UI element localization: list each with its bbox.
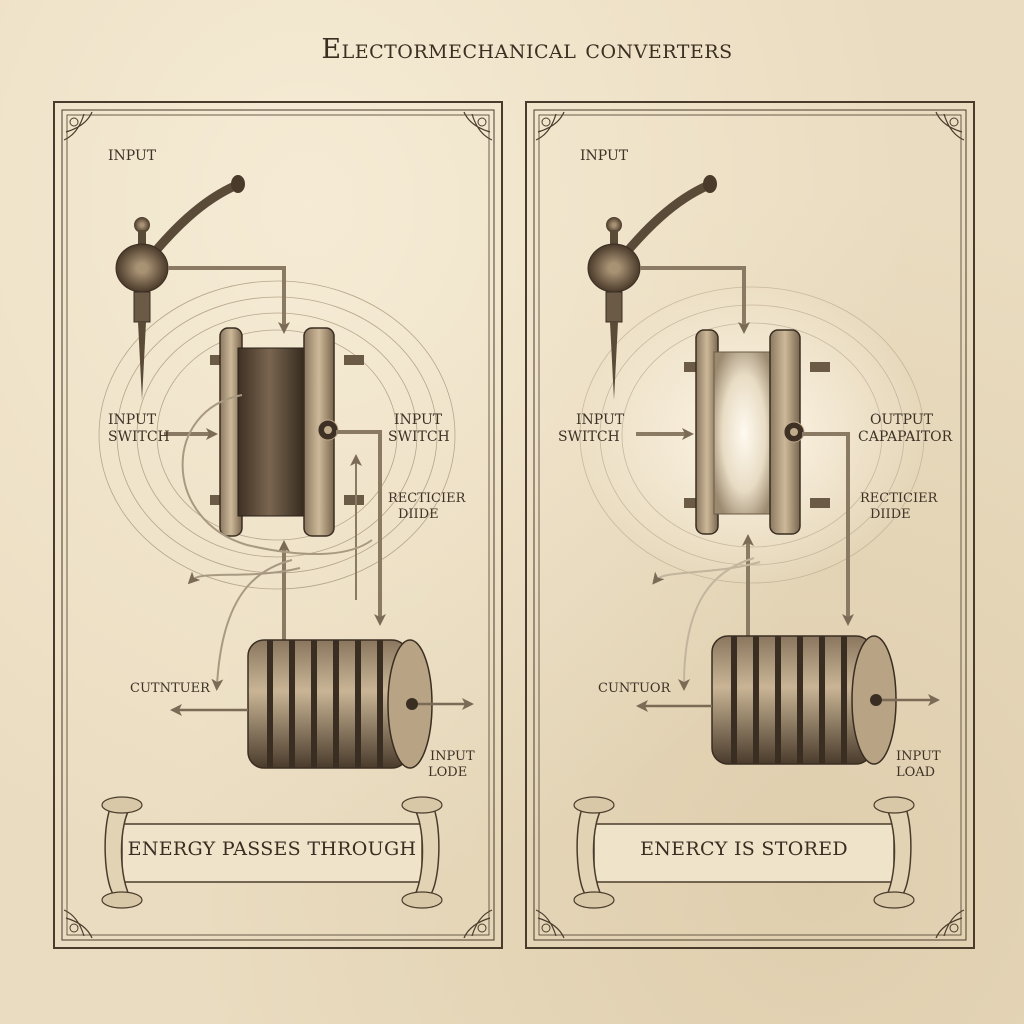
scroll-banner — [101, 796, 443, 909]
panel-energy-stored: INPUT INPUT SWITCH OUTPUT CAPAPAITOR REC… — [524, 100, 976, 950]
label-load-2: LODE — [428, 765, 468, 780]
ornate-frame — [53, 101, 503, 949]
label-input: INPUT — [580, 148, 629, 164]
return-flow — [181, 394, 373, 691]
label-switch-left-2: SWITCH — [558, 429, 620, 445]
input-pipe — [168, 266, 290, 334]
panel-energy-passes: INPUT INPUT SWITCH INPUT SWITCH RECTICIE… — [52, 100, 504, 950]
page-title: Electormechanical converters — [321, 34, 733, 65]
label-counter: CUTNTUER — [130, 681, 210, 696]
label-load-1: INPUT — [896, 749, 941, 764]
label-switch-left-2: SWITCH — [108, 429, 170, 445]
capacitor-core — [684, 329, 830, 535]
banner-text: ENERGY PASSES THROUGH — [127, 838, 417, 860]
label-diode-1: RECTICIER — [388, 491, 466, 506]
label-load-1: INPUT — [430, 749, 475, 764]
label-switch-left-1: INPUT — [576, 412, 625, 428]
label-load-2: LOAD — [896, 765, 936, 780]
coil-drum — [247, 639, 433, 769]
label-diode-1: RECTICIER — [860, 491, 938, 506]
label-counter: CUNTUOR — [598, 681, 671, 696]
transformer-core — [210, 327, 364, 537]
label-diode-2: DIIDE — [398, 507, 439, 522]
input-pipe — [640, 266, 750, 334]
label-switch-right-2: SWITCH — [388, 429, 450, 445]
label-input: INPUT — [108, 148, 157, 164]
label-switch-right-1: OUTPUT — [870, 412, 933, 428]
ornate-frame — [525, 101, 975, 949]
diagram-energy-stored — [525, 101, 975, 949]
coil-drum — [711, 635, 897, 765]
output-pipe — [802, 432, 854, 626]
label-switch-right-1: INPUT — [394, 412, 443, 428]
output-pipe — [336, 430, 386, 626]
input-lever — [587, 175, 717, 400]
label-switch-left-1: INPUT — [108, 412, 157, 428]
label-switch-right-2: CAPAPAITOR — [858, 429, 953, 445]
banner-text: ENERCY IS STORED — [640, 838, 848, 860]
input-lever — [115, 175, 245, 400]
label-diode-2: DIIDE — [870, 507, 911, 522]
diagram-energy-passes — [53, 101, 503, 949]
scroll-banner — [573, 796, 915, 909]
return-flow — [652, 557, 761, 691]
